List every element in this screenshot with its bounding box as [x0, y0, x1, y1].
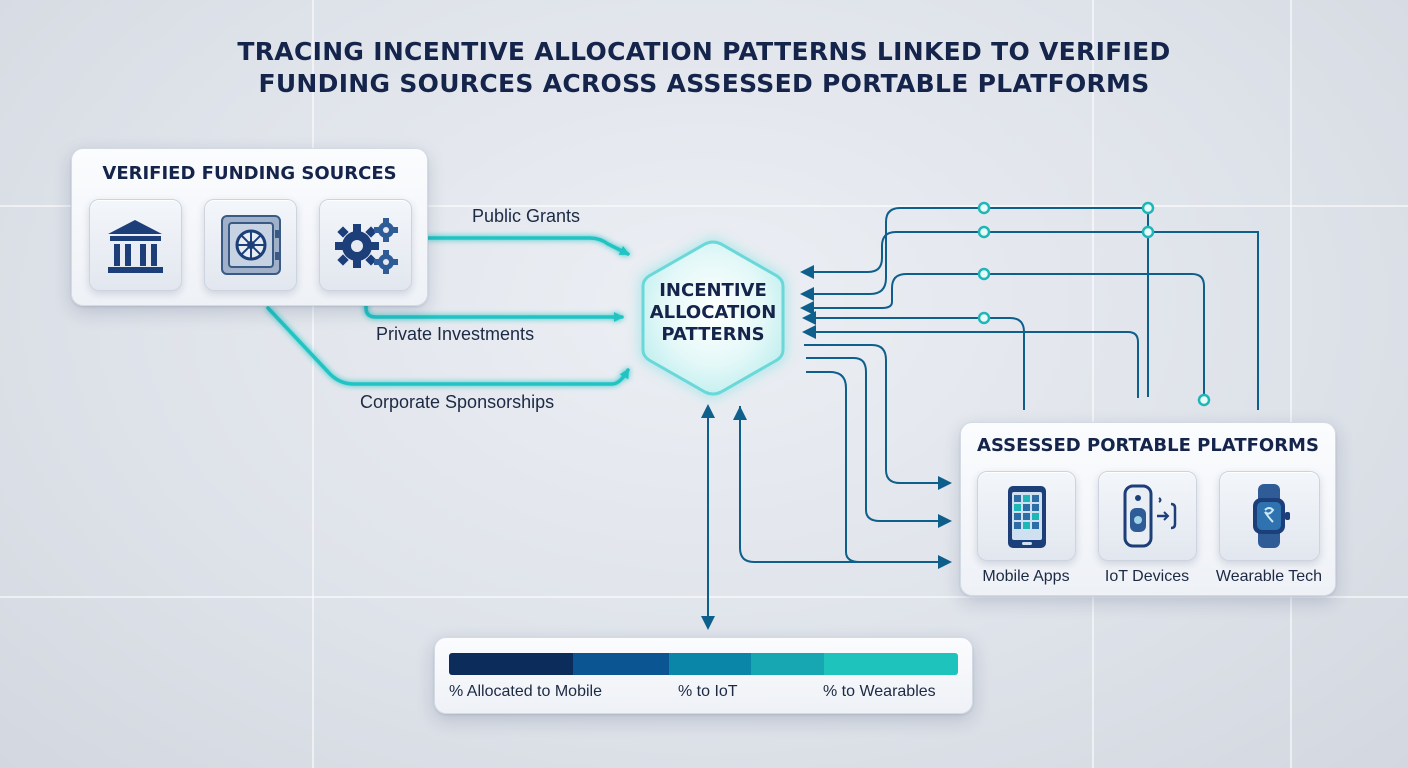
mobile-tile — [977, 471, 1076, 561]
junction-node — [1197, 393, 1211, 407]
label-corporate-sponsorships: Corporate Sponsorships — [360, 392, 555, 412]
platform-label-wearable: Wearable Tech — [1215, 568, 1323, 585]
flow-corporate-sponsorships — [266, 306, 630, 386]
platform-label-mobile: Mobile Apps — [982, 568, 1070, 585]
smartwatch-icon — [1253, 484, 1290, 548]
funding-sources-title: VERIFIED FUNDING SOURCES — [102, 163, 397, 184]
wire-top-1 — [800, 231, 1259, 410]
page-title: TRACING INCENTIVE ALLOCATION PATTERNS LI… — [104, 36, 1304, 100]
hub-label-line-1: INCENTIVE — [659, 280, 767, 301]
junction-node — [977, 267, 991, 281]
legend-segment — [751, 653, 824, 675]
iot-sensor-icon — [1123, 484, 1177, 548]
gears-tile — [319, 199, 412, 291]
junction-node — [1141, 225, 1155, 239]
platforms-panel: ASSESSED PORTABLE PLATFORMS — [960, 422, 1336, 596]
wearable-tile — [1219, 471, 1320, 561]
hub-label: INCENTIVE ALLOCATION PATTERNS — [625, 280, 801, 346]
legend-segment — [449, 653, 573, 675]
flow-public-grants — [426, 236, 630, 256]
legend-label-iot: % to IoT — [678, 683, 738, 700]
wire-top-3 — [800, 273, 1205, 398]
wire-to-mobile-1 — [804, 344, 952, 490]
flow-private-investments — [364, 288, 624, 322]
junction-node — [977, 201, 991, 215]
title-line-2: FUNDING SOURCES ACROSS ASSESSED PORTABLE… — [258, 69, 1150, 98]
platform-label-iot: IoT Devices — [1104, 568, 1190, 585]
bank-tile — [89, 199, 182, 291]
junction-node — [977, 225, 991, 239]
incentive-hub: INCENTIVE ALLOCATION PATTERNS — [625, 228, 801, 408]
legend-label-wearables: % to Wearables — [823, 683, 936, 700]
label-private-investments: Private Investments — [376, 324, 535, 344]
wire-mid-2 — [802, 325, 1139, 398]
platforms-title: ASSESSED PORTABLE PLATFORMS — [977, 435, 1319, 456]
wire-to-mobile-2 — [806, 357, 952, 528]
allocation-legend: % Allocated to Mobile % to IoT % to Wear… — [434, 637, 973, 714]
funding-sources-panel: VERIFIED FUNDING SOURCES — [71, 148, 428, 306]
wire-hub-to-platform-loop — [739, 406, 860, 563]
smartphone-icon — [1008, 486, 1046, 548]
bank-icon — [108, 220, 163, 273]
vault-safe-icon — [221, 215, 281, 275]
hub-label-line-3: PATTERNS — [661, 324, 765, 345]
junction-node — [977, 311, 991, 325]
iot-tile — [1098, 471, 1197, 561]
wire-top-2 — [800, 207, 1149, 397]
gears-icon — [335, 218, 398, 274]
hexagon-shape — [641, 238, 785, 398]
label-public-grants: Public Grants — [472, 206, 581, 226]
legend-segment — [824, 653, 958, 675]
title-line-1: TRACING INCENTIVE ALLOCATION PATTERNS LI… — [237, 37, 1171, 66]
legend-segment — [669, 653, 751, 675]
wire-to-iot — [806, 371, 952, 569]
junction-node — [1141, 201, 1155, 215]
vault-tile — [204, 199, 297, 291]
legend-segment — [573, 653, 669, 675]
legend-label-mobile: % Allocated to Mobile — [449, 683, 602, 700]
hub-label-line-2: ALLOCATION — [649, 302, 777, 323]
